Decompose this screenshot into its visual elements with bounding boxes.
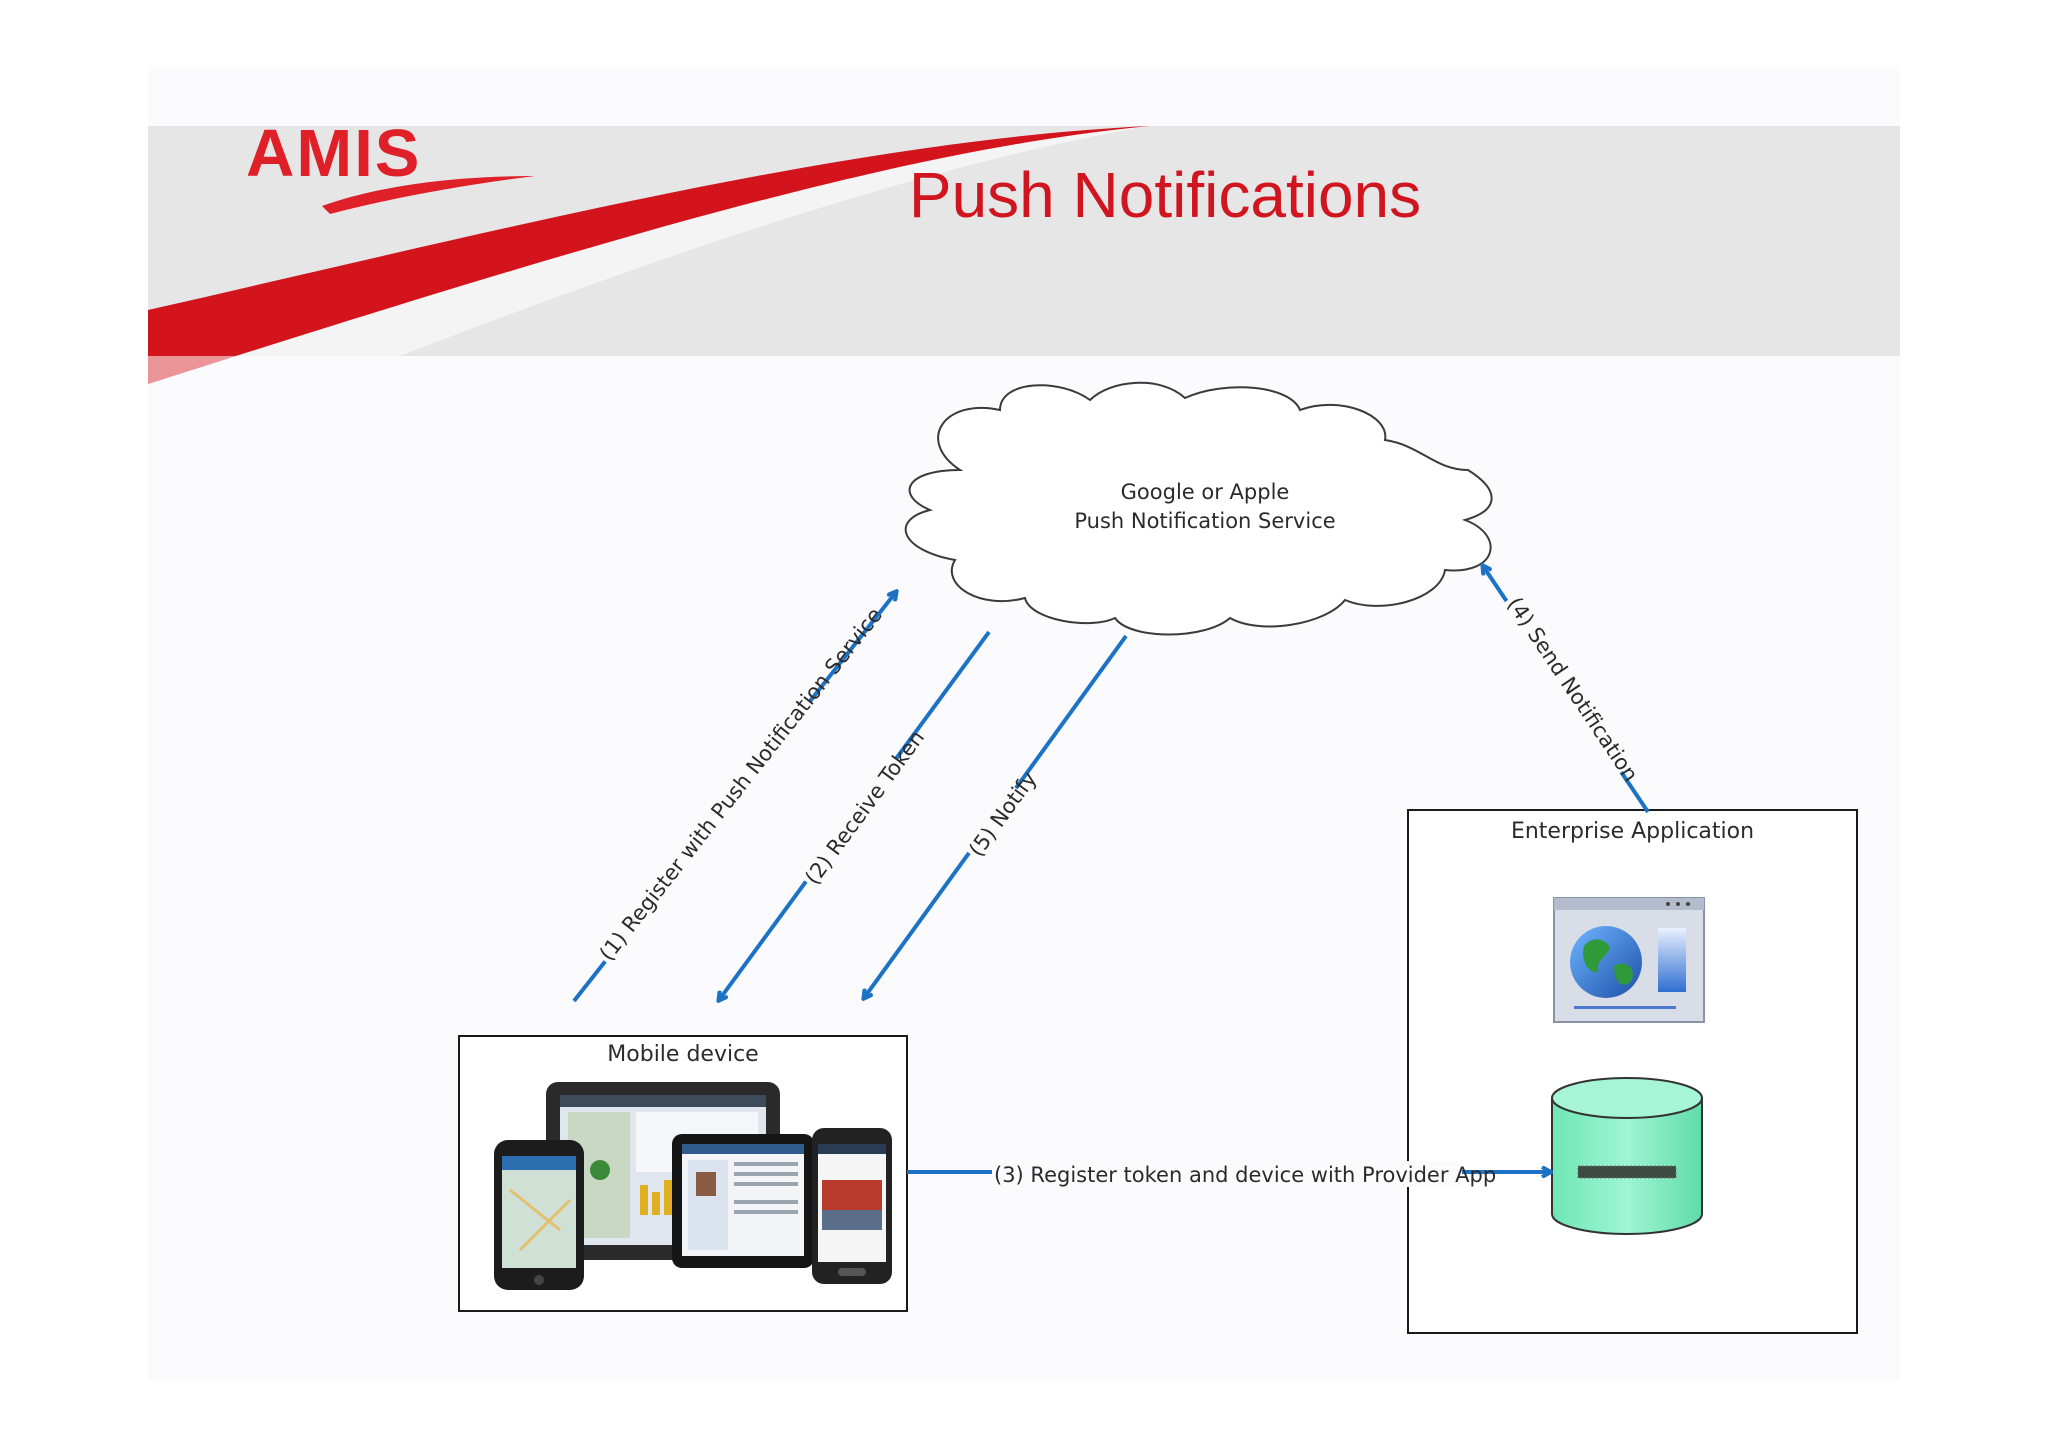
database-icon — [1551, 1077, 1703, 1235]
enterprise-app-box — [1407, 809, 1858, 1334]
mobile-device-label: Mobile device — [607, 1042, 759, 1067]
header-swoosh-highlight — [148, 126, 1150, 384]
cloud-label-line1: Google or Apple — [1120, 480, 1290, 504]
amis-logo: AMIS — [246, 116, 422, 191]
arrow-label-step3: (3) Register token and device with Provi… — [994, 1163, 1496, 1187]
slide-title: Push Notifications — [908, 159, 1422, 231]
logo-swoosh — [322, 176, 535, 214]
enterprise-app-label: Enterprise Application — [1510, 819, 1755, 844]
mobile-devices-image — [494, 1082, 892, 1290]
web-app-globe-icon — [1553, 897, 1705, 1023]
push-service-cloud — [904, 381, 1493, 636]
cloud-label-line2: Push Notification Service — [1074, 509, 1336, 533]
cloud-label: Google or Apple Push Notification Servic… — [1020, 478, 1390, 536]
